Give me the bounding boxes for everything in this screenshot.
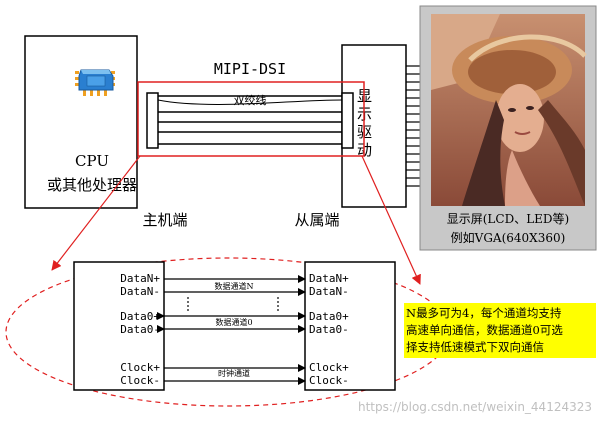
lane-clock-left-p: Clock+ (120, 361, 160, 374)
lane-0-left-n: Data0- (120, 323, 160, 336)
lane-clock: Clock+ Clock- 时钟通道 Clock+ Clock- (120, 361, 349, 387)
lane-clock-caption: 时钟通道 (218, 368, 250, 378)
lane-n-left-p: DataN+ (120, 272, 160, 285)
twisted-pair-label: 双绞线 (234, 93, 267, 107)
lane-0-right-p: Data0+ (309, 310, 349, 323)
lane-0-left-p: Data0+ (120, 310, 160, 323)
portrait-photo-image (431, 14, 585, 206)
lane-n-caption: 数据通道N (215, 281, 254, 291)
slave-label: 从属端 (294, 211, 339, 229)
flex-pins (406, 66, 420, 186)
lane-n-left-n: DataN- (120, 285, 160, 298)
screen-label-line2: 例如VGA(640X360) (451, 230, 566, 245)
lane-clock-left-n: Clock- (120, 374, 160, 387)
host-label: 主机端 (142, 211, 187, 229)
watermark: https://blog.csdn.net/weixin_44124323 (358, 400, 592, 414)
host-connector (147, 93, 158, 148)
note-line1: N最多可为4，每个通道均支持 (406, 306, 562, 320)
lane-0-caption: 数据通道0 (215, 317, 252, 327)
slave-connector (342, 93, 353, 148)
lane-n-right-n: DataN- (309, 285, 349, 298)
lane-n: DataN+ DataN- 数据通道N DataN+ DataN- (120, 272, 349, 298)
lane-clock-right-n: Clock- (309, 374, 349, 387)
bus-label: MIPI-DSI (214, 60, 286, 78)
lane-clock-right-p: Clock+ (309, 361, 349, 374)
lane-n-right-p: DataN+ (309, 272, 349, 285)
cpu-label-line1: CPU (75, 152, 109, 170)
note-line3: 择支持低速模式下双向通信 (406, 340, 544, 354)
screen-label-line1: 显示屏(LCD、LED等) (447, 212, 570, 226)
lane-ellipsis (187, 297, 279, 311)
cpu-label-line2: 或其他处理器 (47, 176, 137, 194)
lane-0-right-n: Data0- (309, 323, 349, 336)
lane-0: Data0+ Data0- 数据通道0 Data0+ Data0- (120, 310, 349, 336)
note-line2: 高速单向通信，数据通道0可选 (406, 323, 563, 337)
